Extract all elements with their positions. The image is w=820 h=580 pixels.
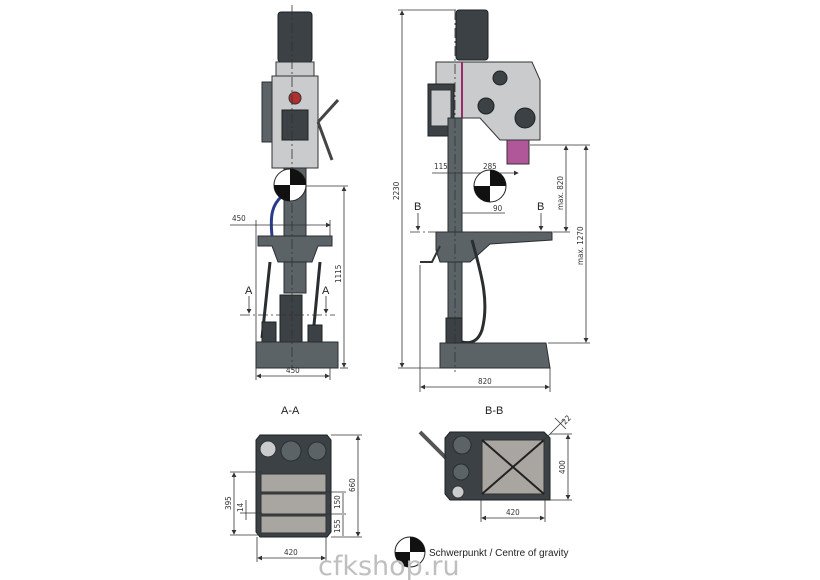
section-marker-b-left: B — [414, 201, 421, 213]
dim-max-spindle-base: max. 1270 — [576, 226, 585, 265]
dim-height-cog: 1115 — [334, 265, 343, 283]
dim-aa-155: 155 — [333, 519, 342, 533]
cog-legend-icon — [394, 536, 426, 568]
control-dial — [288, 91, 302, 105]
spindle — [506, 139, 530, 165]
feed-handle — [316, 98, 340, 124]
section-bb-title: B-B — [485, 405, 503, 417]
watermark: cfkshop.ru — [318, 551, 460, 580]
dim-table-width: 450 — [232, 214, 246, 223]
feed-handwheel — [514, 107, 536, 129]
dim-aa-width: 420 — [284, 548, 298, 557]
cog-symbol-front — [273, 168, 307, 202]
section-marker-a-left: A — [245, 285, 253, 297]
motor-flange — [275, 61, 315, 77]
dim-aa-150: 150 — [333, 495, 342, 509]
section-aa-view: 660 395 14 150 155 420 — [224, 434, 362, 562]
coolant-hose — [461, 239, 487, 345]
table-crank — [420, 245, 441, 263]
front-view-dimensions: 450 1115 450 A A — [230, 185, 348, 380]
motor — [277, 11, 313, 63]
front-view-machine — [255, 5, 340, 370]
coolant-hose — [269, 194, 284, 237]
dim-depth: 820 — [478, 377, 492, 386]
dim-aa-14: 14 — [236, 502, 245, 512]
cog-legend: Schwerpunkt / Centre of gravity — [394, 536, 569, 568]
section-marker-b-right: B — [537, 201, 544, 213]
section-marker-a-right: A — [322, 285, 330, 297]
side-view-machine — [420, 9, 553, 372]
dim-base-width: 450 — [286, 366, 300, 375]
machine-base — [255, 341, 339, 369]
dim-bb-420: 420 — [506, 508, 520, 517]
dim-spindle-offset: 285 — [483, 162, 497, 171]
machine-base — [439, 342, 551, 369]
dim-aa-395: 395 — [224, 496, 233, 510]
motor — [455, 9, 489, 61]
work-table — [257, 235, 333, 263]
dim-bb-400: 400 — [558, 460, 567, 474]
dim-cog-offset: 90 — [493, 204, 503, 213]
column-base — [279, 294, 303, 344]
section-bb-view: 400 420 22 — [418, 414, 573, 522]
dim-total-height: 2230 — [392, 181, 401, 200]
cog-legend-label: Schwerpunkt / Centre of gravity — [429, 548, 569, 559]
control-panel — [281, 109, 309, 141]
dim-aa-height: 660 — [348, 478, 357, 492]
cog-symbol-side — [473, 169, 507, 203]
section-aa-title: A-A — [281, 405, 300, 417]
work-table — [435, 231, 553, 263]
dim-column-offset: 115 — [434, 162, 448, 171]
side-view-dimensions: 2230 115 285 90 B B max. 820 max. 1270 8… — [392, 9, 590, 392]
dim-max-spindle-table: max. 820 — [556, 176, 565, 210]
